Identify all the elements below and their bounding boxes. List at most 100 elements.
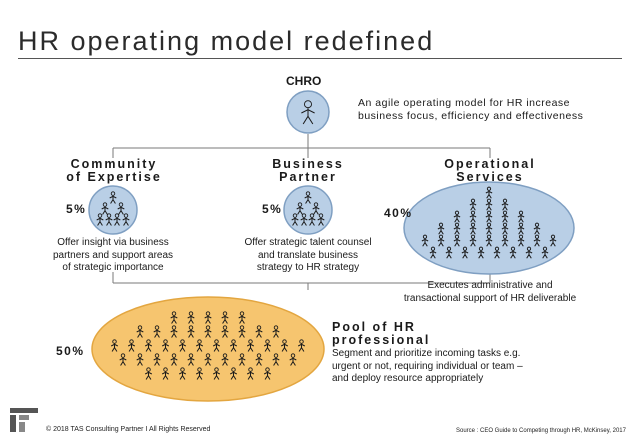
desc-line: urgent or not, requiring individual or t… [332, 360, 523, 372]
person-icon [525, 246, 533, 259]
person-icon [453, 234, 461, 247]
person-icon [136, 325, 144, 338]
person-icon [517, 222, 525, 235]
person-icon [296, 202, 304, 215]
person-icon [195, 339, 204, 352]
label-line: Services [456, 170, 524, 184]
partner-label: Business Partner [256, 158, 360, 184]
person-icon [187, 325, 195, 338]
person-icon [501, 222, 509, 235]
person-icon [533, 222, 541, 235]
desc-line: strategy to HR strategy [256, 262, 360, 273]
person-icon [304, 191, 312, 204]
person-icon [421, 234, 429, 247]
person-icon [170, 311, 178, 324]
operational-description: Executes administrative and transactiona… [400, 280, 580, 305]
connector-lines [112, 134, 491, 290]
expertise-label: Community of Expertise [62, 158, 166, 184]
pool-description: Segment and prioritize incoming tasks e.… [332, 348, 523, 386]
person-icon [317, 213, 325, 226]
person-icon [212, 367, 221, 380]
desc-line: and translate business [257, 249, 359, 261]
person-icon [238, 353, 246, 366]
person-icon [469, 210, 477, 223]
person-icon [246, 367, 255, 380]
desc-line: Executes administrative and [427, 280, 553, 291]
person-icon [105, 213, 113, 226]
person-icon [238, 325, 246, 338]
tagline-line: An agile operating model for HR increase [358, 97, 571, 109]
person-icon [517, 234, 525, 247]
person-icon [122, 213, 130, 226]
label-line: Operational [444, 157, 536, 171]
person-icon [453, 222, 461, 235]
person-icon [485, 234, 493, 247]
desc-line: transactional support of HR deliverable [403, 292, 577, 304]
person-icon [255, 353, 263, 366]
page-title: HR operating model redefined [18, 26, 435, 56]
person-icon [549, 234, 557, 247]
person-icon [212, 339, 221, 352]
pool-label: Pool of HR professional [332, 321, 430, 347]
person-icon [453, 210, 461, 223]
desc-line: and deploy resource appropriately [332, 373, 484, 384]
person-icon [485, 198, 493, 211]
desc-line: of strategic importance [62, 262, 164, 273]
person-icon [501, 210, 509, 223]
person-icon [144, 367, 153, 380]
desc-line: partners and support areas [52, 249, 174, 261]
title-divider [18, 58, 622, 59]
person-icon [195, 367, 204, 380]
person-icon [255, 325, 263, 338]
person-icon [161, 339, 170, 352]
person-icon [445, 246, 453, 259]
person-icon [308, 213, 316, 226]
person-icon [517, 210, 525, 223]
person-icon [153, 325, 161, 338]
person-icon [485, 210, 493, 223]
label-line: Business [272, 157, 344, 171]
person-icon [136, 353, 144, 366]
source-citation: Source : CEO Guide to Competing through … [456, 428, 626, 434]
person-icon [541, 246, 549, 259]
person-icon [187, 353, 195, 366]
person-icon [178, 367, 187, 380]
person-icon [246, 339, 255, 352]
person-icon [485, 222, 493, 235]
label-line: Pool of HR [332, 320, 416, 334]
expertise-circle [88, 185, 138, 235]
person-icon [144, 339, 153, 352]
person-icon [501, 198, 509, 211]
person-icon [263, 339, 272, 352]
person-icon [204, 325, 212, 338]
people-icons [96, 100, 557, 380]
person-icon [272, 325, 280, 338]
chro-tagline: An agile operating model for HR increase… [358, 97, 583, 123]
person-icon [221, 311, 229, 324]
person-icon [437, 234, 445, 247]
operational-percent: 40% [384, 206, 413, 220]
person-icon [493, 246, 501, 259]
chro-label: CHRO [286, 74, 322, 88]
person-icon [170, 325, 178, 338]
person-icon [501, 234, 509, 247]
partner-circle [283, 185, 333, 235]
person-icon [509, 246, 517, 259]
label-line: Community [70, 157, 158, 171]
person-icon [429, 246, 437, 259]
person-icon [469, 222, 477, 235]
person-icon [229, 367, 238, 380]
desc-line: Offer strategic talent counsel [244, 237, 372, 248]
person-icon [110, 339, 119, 352]
person-icon [280, 339, 289, 352]
person-icon [263, 367, 272, 380]
operational-label: Operational Services [436, 158, 544, 184]
pool-ellipse [91, 296, 325, 402]
desc-line: Offer insight via business [57, 237, 169, 248]
person-icon [101, 202, 109, 215]
chro-person-icon [301, 100, 315, 125]
tagline-line: business focus, efficiency and effective… [358, 110, 584, 122]
label-line: professional [332, 333, 431, 347]
person-icon [297, 339, 306, 352]
expertise-description: Offer insight via business partners and … [41, 237, 185, 275]
